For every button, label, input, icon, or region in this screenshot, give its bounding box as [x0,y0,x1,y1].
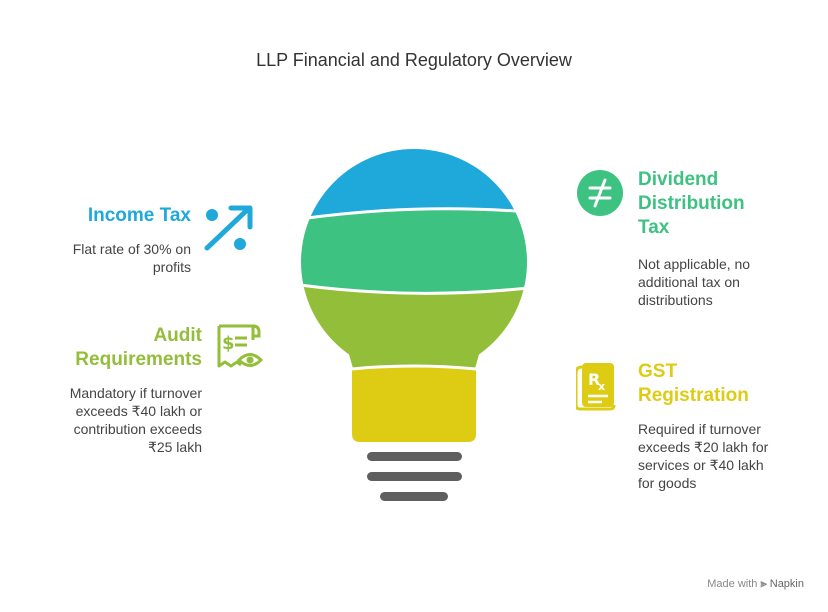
prescription-icon: R x [576,363,616,411]
gst-heading: GST Registration [638,361,749,406]
svg-text:x: x [598,380,605,393]
bulb-segment-white-gap-top [299,207,531,221]
made-with-footer[interactable]: Made with ⪢ Napkin [707,578,804,591]
bulb-base-line-2 [367,472,462,481]
bulb-segment-green [301,208,527,294]
bulb-segment-yellow [352,367,476,442]
income-tax-description: Flat rate of 30% on profits [72,241,191,275]
svg-text:$: $ [222,333,235,354]
not-equal-icon [577,170,623,216]
footer-brand: Napkin [769,578,804,590]
gst-description: Required if turnover exceeds ₹20 lakh fo… [638,421,769,491]
footer-prefix: Made with [707,578,758,590]
audit-receipt-icon: $ [217,324,264,368]
dividend-description: Not applicable, no additional tax on dis… [638,256,751,308]
page-title: LLP Financial and Regulatory Overview [256,50,572,70]
audit-heading: Audit Requirements [75,325,202,370]
bulb-base-line-1 [367,452,462,461]
income-tax-heading: Income Tax [87,205,191,226]
svg-text:R: R [588,370,600,389]
audit-description: Mandatory if turnover exceeds ₹40 lakh o… [69,385,202,455]
napkin-logo-icon: ⪢ [760,578,767,590]
bulb-neck-lime [345,340,483,372]
bulb-segment-white-gap-mid [299,283,529,295]
bulb-segment-blue [301,149,527,219]
trend-arrow-icon [204,205,253,251]
bulb-base-line-3 [380,492,448,501]
dividend-heading: Dividend Distribution Tax [638,169,745,238]
